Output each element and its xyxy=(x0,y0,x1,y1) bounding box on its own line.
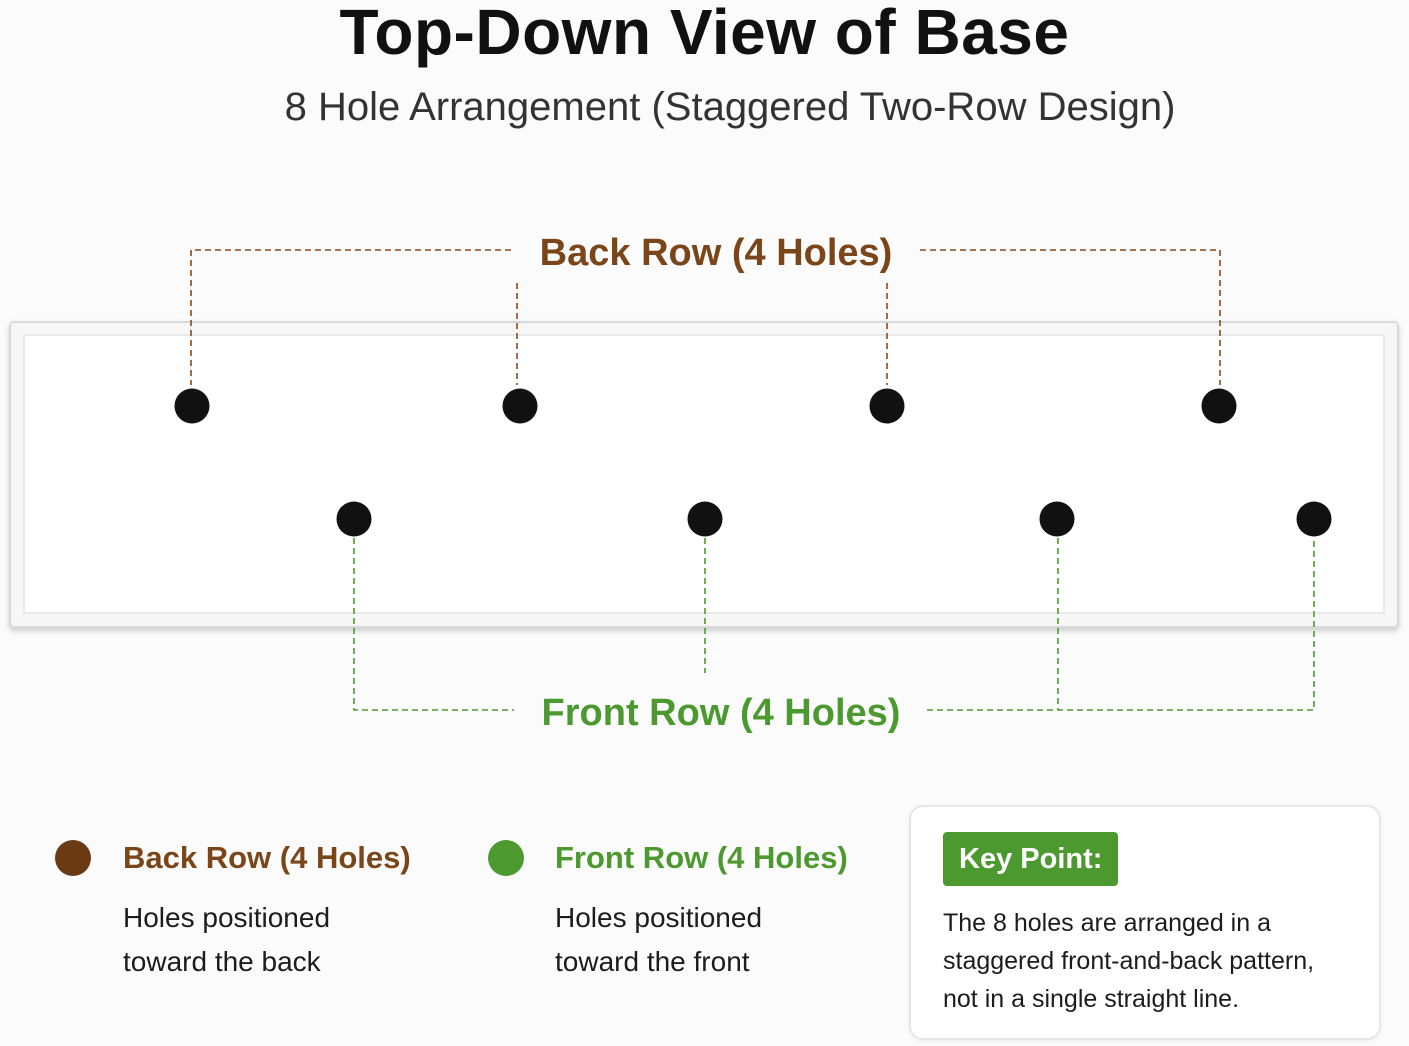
front-row-leaders xyxy=(353,538,1315,711)
back-row-leaders xyxy=(190,249,1221,385)
key-point-line3: not in a single straight line. xyxy=(943,985,1240,1013)
back-row-legend-title: Back Row (4 Holes) xyxy=(123,840,411,875)
back-row-label: Back Row (4 Holes) xyxy=(540,232,893,274)
front-row-legend-title: Front Row (4 Holes) xyxy=(555,840,848,875)
back-hole-4 xyxy=(1201,388,1237,424)
page-subtitle: 8 Hole Arrangement (Staggered Two-Row De… xyxy=(284,85,1176,129)
front-row-desc-line2: toward the front xyxy=(555,946,750,977)
back-hole-1 xyxy=(174,388,210,424)
front-row-label: Front Row (4 Holes) xyxy=(542,692,901,734)
back-row-legend-desc: Holes positioned toward the back xyxy=(123,896,423,984)
back-row-desc-line2: toward the back xyxy=(123,946,321,977)
back-hole-2 xyxy=(502,388,538,424)
front-hole-2 xyxy=(687,501,723,537)
front-row-holes xyxy=(336,501,1332,537)
key-point-box: Key Point: The 8 holes are arranged in a… xyxy=(909,805,1381,1040)
front-hole-1 xyxy=(336,501,372,537)
key-point-text: The 8 holes are arranged in a staggered … xyxy=(943,904,1368,1018)
front-row-legend-dot xyxy=(488,840,524,876)
front-row-desc-line1: Holes positioned xyxy=(555,902,763,933)
key-point-line1: The 8 holes are arranged in a xyxy=(943,909,1271,937)
key-point-badge: Key Point: xyxy=(943,832,1119,886)
back-row-desc-line1: Holes positioned xyxy=(123,902,331,933)
back-row-holes xyxy=(174,388,1237,424)
page-title: Top-Down View of Base xyxy=(339,0,1070,68)
back-row-legend-dot xyxy=(55,840,91,876)
base-plate-inner xyxy=(23,334,1385,614)
front-hole-4 xyxy=(1296,501,1332,537)
front-row-legend-desc: Holes positioned toward the front xyxy=(555,896,855,984)
key-point-line2: staggered front-and-back pattern, xyxy=(943,947,1315,975)
front-hole-3 xyxy=(1039,501,1075,537)
back-hole-3 xyxy=(869,388,905,424)
